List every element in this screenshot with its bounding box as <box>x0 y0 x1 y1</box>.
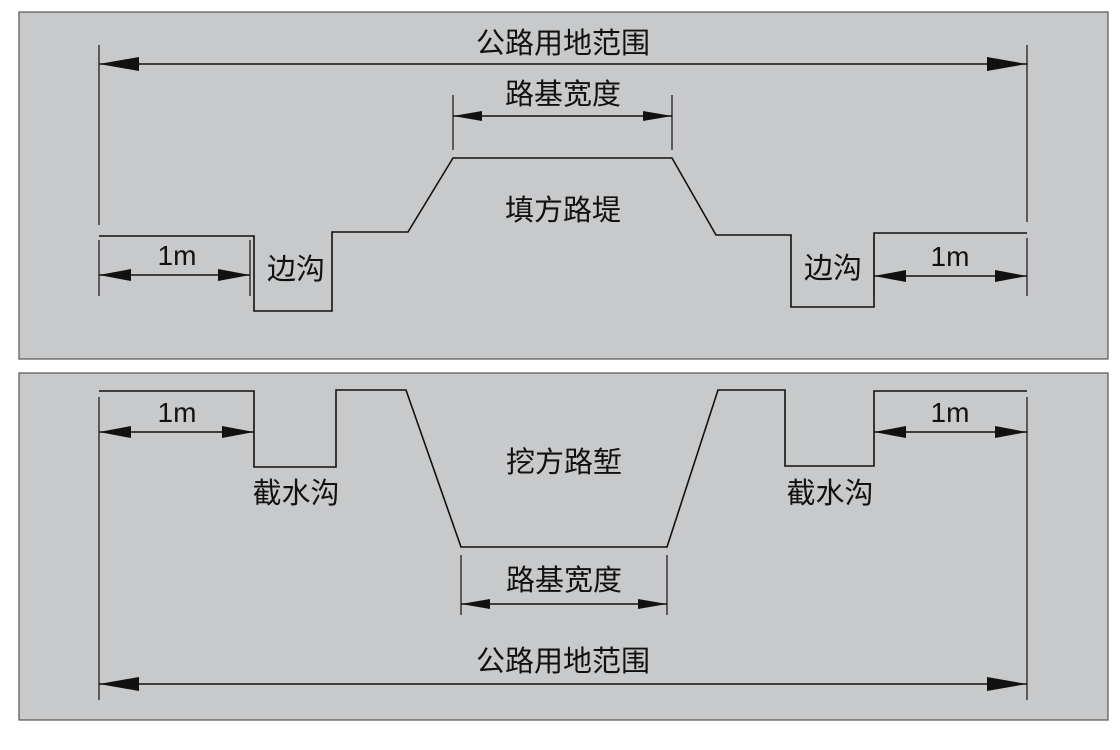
left-offset-label: 1m <box>158 240 197 271</box>
arrowhead-right <box>643 111 672 121</box>
arrowhead-left <box>453 111 482 121</box>
arrowhead-left <box>99 57 139 71</box>
cutting-panel: 1m 1m 截水沟 截水沟 挖方路堑 路基宽度 公路用地范围 <box>18 372 1109 721</box>
arrowhead-right <box>987 57 1027 71</box>
arrowhead-right <box>638 599 667 609</box>
arrowhead-right <box>222 426 254 438</box>
roadbed-width-dimension <box>453 111 672 121</box>
cutting-label: 挖方路堑 <box>506 445 622 479</box>
right-offset-dimension <box>874 270 1027 282</box>
embankment-panel: 公路用地范围 路基宽度 填方路堤 边沟 边沟 1m 1m <box>18 11 1109 360</box>
arrowhead-right <box>987 677 1027 691</box>
land-width-dimension <box>99 677 1027 691</box>
right-offset-label: 1m <box>931 241 970 272</box>
left-offset-dimension <box>99 426 254 438</box>
embankment-panel-background <box>18 11 1109 360</box>
left-side-ditch-label: 边沟 <box>267 252 325 286</box>
right-offset-label: 1m <box>931 397 970 428</box>
roadbed-width-dimension <box>461 599 667 609</box>
embankment-profile-line <box>99 157 1027 312</box>
right-intercepting-ditch-label: 截水沟 <box>786 476 873 510</box>
land-width-label: 公路用地范围 <box>476 26 650 60</box>
right-side-ditch-label: 边沟 <box>804 251 862 285</box>
roadbed-width-label: 路基宽度 <box>506 563 622 597</box>
arrowhead-right <box>218 269 250 281</box>
arrowhead-right <box>995 270 1027 282</box>
right-offset-dimension <box>874 426 1027 438</box>
roadbed-width-label: 路基宽度 <box>505 77 621 111</box>
arrowhead-left <box>99 269 131 281</box>
left-intercepting-ditch-label: 截水沟 <box>252 476 339 510</box>
left-offset-dimension <box>99 269 250 281</box>
cutting-profile-line <box>99 389 1027 548</box>
arrowhead-left <box>461 599 490 609</box>
land-width-label: 公路用地范围 <box>476 644 650 678</box>
land-width-dimension <box>99 57 1027 71</box>
left-offset-label: 1m <box>158 397 197 428</box>
arrowhead-right <box>995 426 1027 438</box>
arrowhead-left <box>99 677 139 691</box>
embankment-label: 填方路堤 <box>505 193 621 227</box>
arrowhead-left <box>99 426 131 438</box>
arrowhead-left <box>874 270 906 282</box>
arrowhead-left <box>874 426 906 438</box>
